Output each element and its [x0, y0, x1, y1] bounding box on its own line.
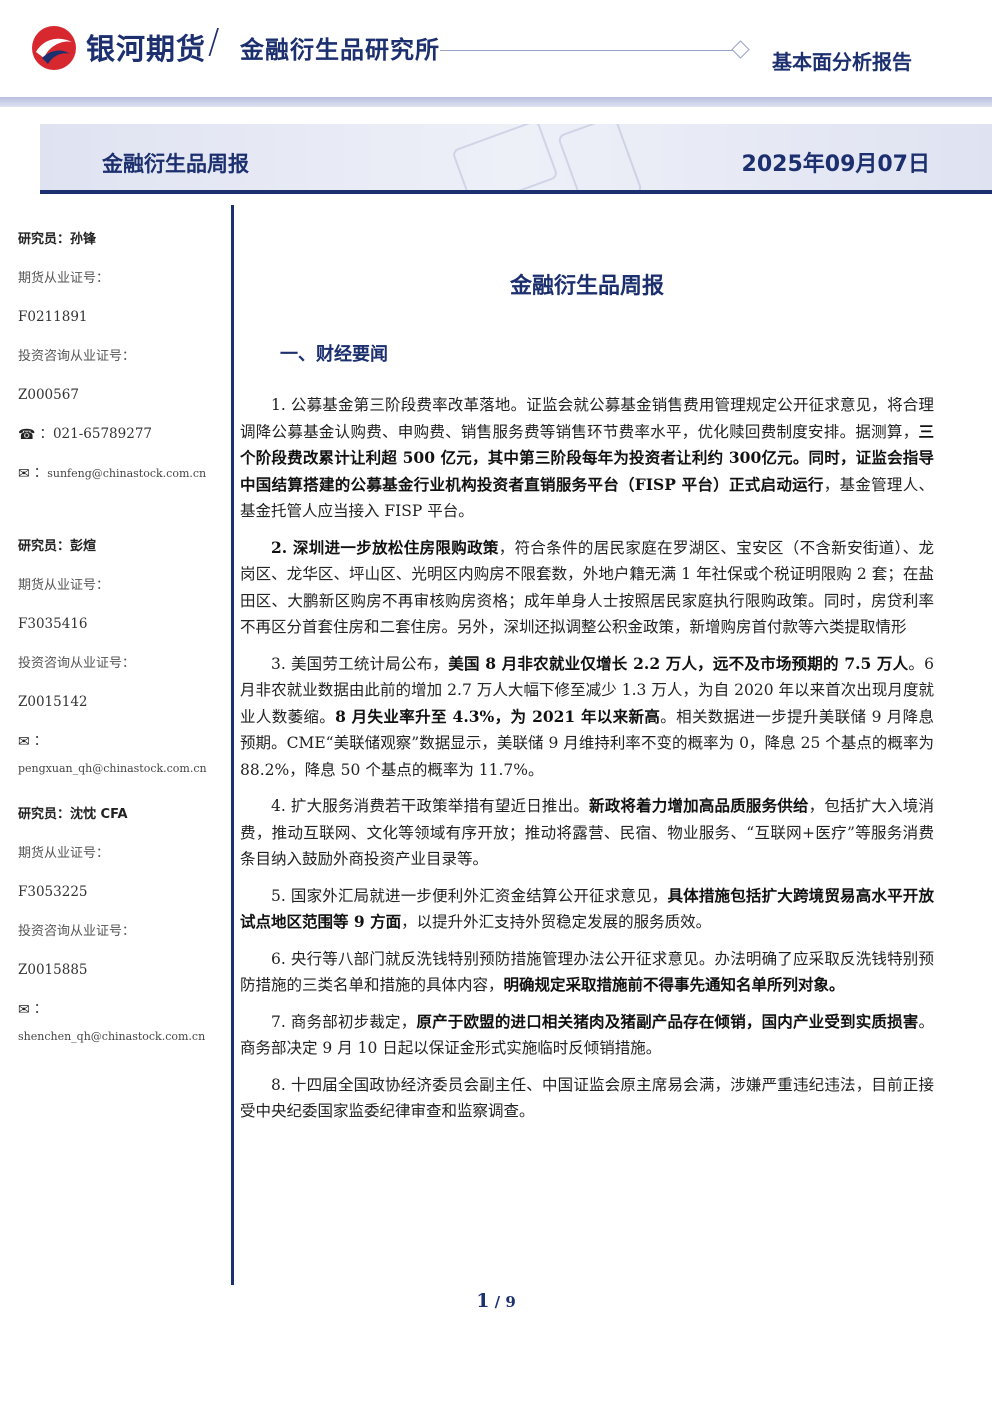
section-heading: 一、财经要闻: [280, 344, 388, 365]
analyst-email[interactable]: ✉：sunfeng@chinastock.com.cn: [18, 460, 228, 499]
news-item: 4. 扩大服务消费若干政策举措有望近日推出。新政将着力增加高品质服务供给，包括扩…: [240, 793, 934, 873]
invest-license-id: Z0015885: [18, 962, 88, 978]
report-header: 银河期货 / 金融衍生品研究所 基本面分析报告: [0, 0, 992, 110]
analyst-email[interactable]: ✉：pengxuan_qh@chinastock.com.cn: [18, 728, 228, 775]
news-highlight: 三个阶段费改累计让利超 500 亿元，其中第三阶段每年为投资者让利约 300亿元…: [240, 421, 934, 494]
email-icon: ✉: [18, 1002, 30, 1018]
news-item: 1. 公募基金第三阶段费率改革落地。证监会就公募基金销售费用管理规定公开征求意见…: [240, 392, 934, 525]
news-text: 7. 商务部初步裁定，: [271, 1012, 417, 1031]
news-text: ，符合条件的居民家庭在罗湖区、宝安区（不含新安街道）、龙岗区、龙华区、坪山区、光…: [240, 538, 934, 637]
title-banner: 金融衍生品周报 2025年09月07日: [40, 124, 992, 192]
invest-license-id: Z0015142: [18, 694, 88, 710]
header-rule: [440, 50, 736, 51]
news-item: 3. 美国劳工统计局公布，美国 8 月非农就业仅增长 2.2 万人，远不及市场预…: [240, 651, 934, 784]
analyst-name: 研究员：沈忱 CFA: [18, 807, 128, 822]
futures-license-label: 期货从业证号：: [18, 578, 110, 593]
galaxy-logo-icon: [32, 26, 76, 70]
banner-stripe: [40, 190, 992, 194]
phone-icon: ☎: [18, 427, 36, 443]
news-text: 5. 国家外汇局就进一步便利外汇资金结算公开征求意见，: [271, 886, 668, 905]
report-type: 基本面分析报告: [772, 50, 912, 74]
news-text: 3. 美国劳工统计局公布，: [271, 654, 449, 673]
sidebar-divider: [231, 205, 234, 1285]
banner-decoration-icon: [453, 124, 642, 192]
news-text: 。商务部决定 9 月 10 日起以保证金形式实施临时反倾销措施。: [240, 1012, 934, 1058]
news-text: 6. 央行等八部门就反洗钱特别预防措施管理办法公开征求意见。办法明确了应采取反洗…: [240, 949, 934, 995]
page-number: 1 / 9: [476, 1290, 516, 1312]
analyst-name: 研究员：孙锋: [18, 232, 97, 247]
email-icon: ✉: [18, 734, 30, 750]
main-content: 金融衍生品周报 一、财经要闻 1. 公募基金第三阶段费率改革落地。证监会就公募基…: [240, 260, 934, 1125]
analyst-name: 研究员：彭煊: [18, 539, 97, 554]
news-text: ，基金管理人、基金托管人应当接入 FISP 平台。: [240, 475, 934, 521]
page-title: 金融衍生品周报: [509, 274, 664, 299]
news-text: 。相关数据进一步提升美联储 9 月降息预期。CME“美联储观察”数据显示，美联储…: [240, 707, 934, 779]
futures-license-id: F0211891: [18, 309, 88, 325]
header-divider: /: [208, 22, 220, 62]
news-highlight: 美国 8 月非农就业仅增长 2.2 万人，远不及市场预期的 7.5 万人: [448, 653, 909, 673]
news-highlight: 具体措施包括扩大跨境贸易高水平开放试点地区范围等 9 方面: [240, 885, 934, 932]
brand-name: 银河期货: [86, 32, 207, 66]
institute-name: 金融衍生品研究所: [240, 36, 440, 64]
banner-title: 金融衍生品周报: [102, 152, 249, 176]
news-item: 8. 十四届全国政协经济委员会副主任、中国证监会原主席易会满，涉嫌严重违纪违法，…: [240, 1072, 934, 1125]
news-highlight: 明确规定采取措施前不得事先通知名单所列对象。: [503, 975, 845, 994]
analyst-phone: ☎：021-65789277: [18, 421, 228, 460]
news-text: 8. 十四届全国政协经济委员会副主任、中国证监会原主席易会满，涉嫌严重违纪违法，…: [240, 1075, 934, 1121]
invest-license-id: Z000567: [18, 387, 79, 403]
email-icon: ✉: [18, 466, 30, 482]
news-text: 1. 公募基金第三阶段费率改革落地。证监会就公募基金销售费用管理规定公开征求意见…: [240, 396, 934, 441]
news-highlight: 8 月失业率升至 4.3%，为 2021 年以来新高: [335, 706, 661, 726]
analyst-email[interactable]: ✉：shenchen_qh@chinastock.com.cn: [18, 996, 228, 1043]
futures-license-label: 期货从业证号：: [18, 846, 110, 861]
invest-license-label: 投资咨询从业证号：: [18, 656, 136, 671]
news-list: 1. 公募基金第三阶段费率改革落地。证监会就公募基金销售费用管理规定公开征求意见…: [240, 392, 934, 1125]
news-item: 6. 央行等八部门就反洗钱特别预防措施管理办法公开征求意见。办法明确了应采取反洗…: [240, 946, 934, 999]
futures-license-label: 期货从业证号：: [18, 271, 110, 286]
news-highlight: 2. 深圳进一步放松住房限购政策: [271, 537, 499, 557]
invest-license-label: 投资咨询从业证号：: [18, 924, 136, 939]
invest-license-label: 投资咨询从业证号：: [18, 349, 136, 364]
futures-license-id: F3053225: [18, 884, 88, 900]
header-band: [0, 97, 992, 107]
news-text: 。6 月非农就业数据由此前的增加 2.7 万人大幅下修至减少 1.3 万人，为自…: [240, 654, 934, 726]
news-highlight: 原产于欧盟的进口相关猪肉及猪副产品存在倾销，国内产业受到实质损害: [416, 1011, 919, 1031]
news-text: ，以提升外汇支持外贸稳定发展的服务质效。: [401, 913, 712, 931]
analyst-sidebar: 研究员：孙锋 期货从业证号： F0211891 投资咨询从业证号： Z00056…: [18, 226, 228, 1043]
news-item: 2. 深圳进一步放松住房限购政策，符合条件的居民家庭在罗湖区、宝安区（不含新安街…: [240, 535, 934, 641]
news-text: ，包括扩大入境消费，推动互联网、文化等领域有序开放；推动将露营、民宿、物业服务、…: [240, 797, 934, 868]
news-item: 5. 国家外汇局就进一步便利外汇资金结算公开征求意见，具体措施包括扩大跨境贸易高…: [240, 883, 934, 936]
news-item: 7. 商务部初步裁定，原产于欧盟的进口相关猪肉及猪副产品存在倾销，国内产业受到实…: [240, 1009, 934, 1062]
diamond-icon: [731, 40, 750, 59]
news-text: 4. 扩大服务消费若干政策举措有望近日推出。: [271, 797, 589, 815]
futures-license-id: F3035416: [18, 616, 88, 632]
report-date: 2025年09月07日: [741, 152, 930, 177]
news-highlight: 新政将着力增加高品质服务供给: [589, 796, 809, 815]
